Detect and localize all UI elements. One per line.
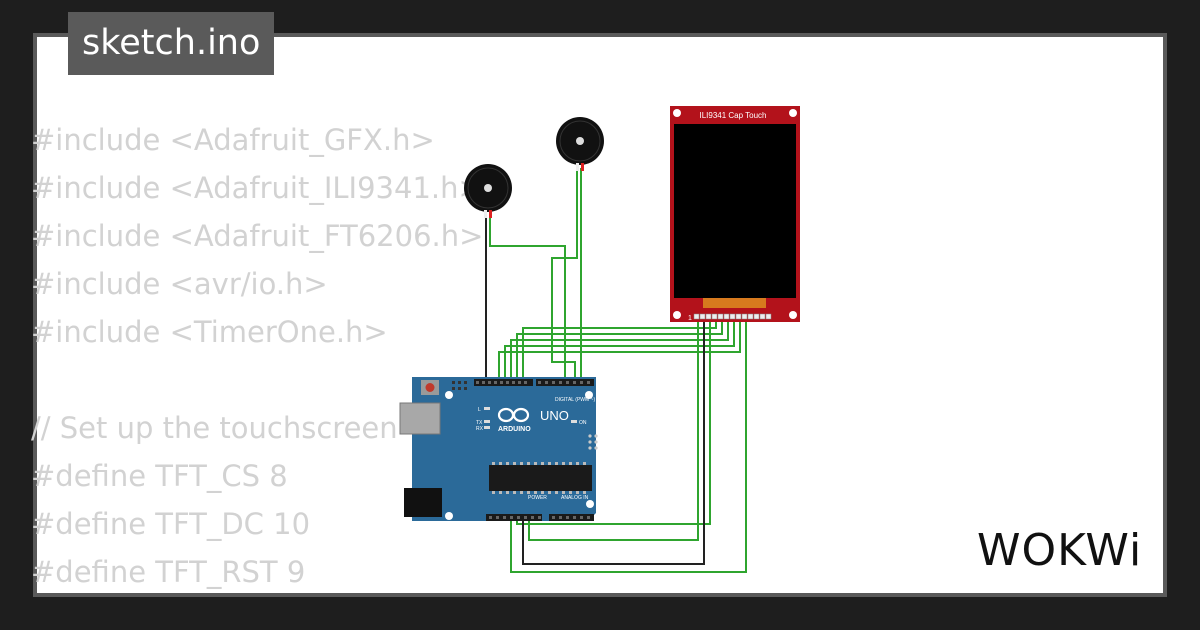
arduino-uno[interactable]: DIGITAL (PWM ~) UNO ARDUINO L TX RX ON P… [399, 377, 598, 521]
uno-label: UNO [540, 408, 569, 423]
power-jack [404, 488, 442, 517]
usb-port [399, 402, 441, 435]
power-header-label: POWER [528, 495, 547, 501]
digital-header-left [474, 379, 533, 386]
analog-header [549, 514, 594, 521]
code-line: #include <Adafruit_GFX.h> [31, 123, 435, 157]
code-editor-preview: #include <Adafruit_GFX.h> #include <Adafr… [31, 116, 483, 596]
digital-header-label: DIGITAL (PWM ~) [555, 397, 595, 403]
code-line: #include <Adafruit_FT6206.h> [31, 219, 484, 253]
code-line: #include <avr/io.h> [31, 267, 328, 301]
wokwi-logo: WOKWi [977, 525, 1142, 575]
wires [485, 168, 747, 573]
arduino-brand-label: ARDUINO [498, 426, 531, 433]
display-pin1-label: 1 [688, 315, 692, 322]
ili9341-display[interactable]: ILI9341 Cap Touch 1 [670, 106, 800, 322]
code-line: // Set up the touchscreen [31, 411, 398, 445]
code-line: #include <TimerOne.h> [31, 315, 388, 349]
power-header [486, 514, 542, 521]
buzzer-1[interactable] [464, 164, 512, 218]
code-line: #include <Adafruit_ILI9341.h> [31, 171, 483, 205]
l-led-label: L [478, 407, 481, 413]
rx-led-label: RX [476, 426, 484, 432]
display-pin-header [693, 313, 772, 320]
digital-header-right [536, 379, 594, 386]
display-label: ILI9341 Cap Touch [699, 111, 766, 120]
atmega-chip [489, 465, 592, 491]
code-line: #define TFT_RST 9 [31, 555, 306, 589]
on-led-label: ON [579, 420, 587, 426]
code-line: #define TFT_CS 8 [31, 459, 288, 493]
wokwi-logo-text: WOKWi [977, 525, 1142, 575]
display-gnd-wire[interactable] [522, 322, 705, 565]
buzzer-2[interactable] [556, 117, 604, 171]
analog-header-label: ANALOG IN [561, 495, 589, 501]
buzzer-1-wires[interactable] [485, 214, 566, 378]
code-line: #define TFT_DC 10 [31, 507, 311, 541]
tx-led-label: TX [476, 420, 483, 426]
arduino-logo [497, 407, 530, 423]
buzzer-2-wires[interactable] [551, 168, 582, 378]
file-tab[interactable]: sketch.ino [68, 12, 275, 75]
